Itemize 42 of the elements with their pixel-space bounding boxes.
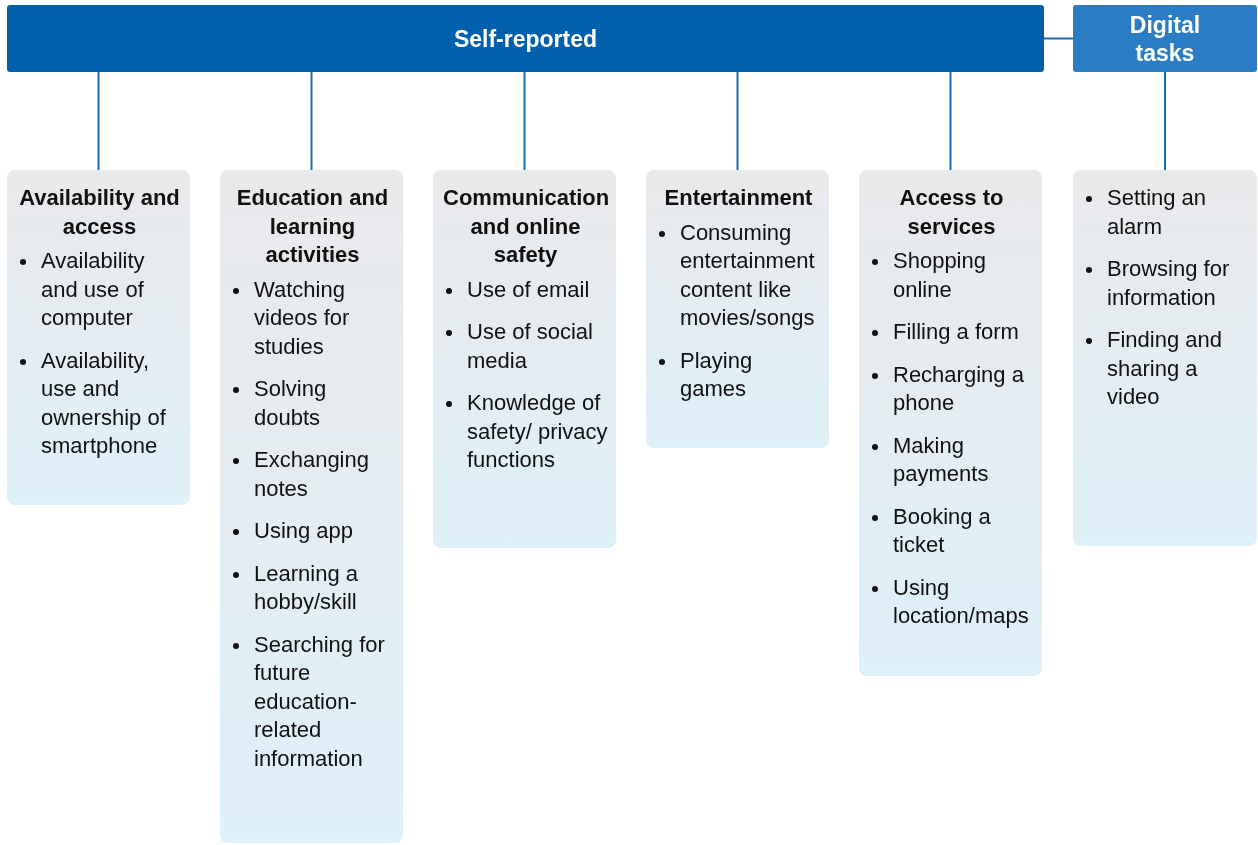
category-heading: Availability and access: [18, 184, 181, 241]
category-heading: Access to services: [898, 184, 1005, 241]
category-card: [433, 170, 616, 548]
list-item: Filling a form: [869, 318, 1034, 347]
list-item: Playing games: [656, 346, 821, 404]
list-item: Making payments: [869, 431, 1034, 489]
category-card: [1073, 170, 1257, 546]
list-item: Booking a ticket: [869, 502, 1034, 560]
list-item: Consuming entertainment content like movies/songs: [656, 218, 821, 333]
category-card: [646, 170, 829, 448]
category-card: [859, 170, 1042, 676]
header-bar: Digital tasks: [1073, 5, 1257, 72]
list-item: Shopping online: [869, 247, 1034, 304]
category-card: [7, 170, 190, 505]
category-heading: Education and learning activities: [235, 184, 390, 269]
list-item: Exchanging notes: [230, 446, 395, 503]
list-item: Use of social media: [443, 318, 608, 375]
connector-line: [1164, 71, 1166, 171]
list-item: Watching videos for studies: [230, 275, 395, 361]
list-item: Knowledge of safety/ privacy functions: [443, 389, 608, 475]
list-item: Using app: [230, 517, 395, 546]
connector-line: [310, 71, 313, 171]
list-item: Using location/maps: [869, 573, 1034, 631]
list-item: Finding and sharing a video: [1083, 326, 1249, 412]
list-item: Setting an alarm: [1083, 184, 1249, 241]
category-heading: Communication and online safety: [443, 184, 608, 269]
connector-line: [523, 71, 526, 171]
list-item: Use of email: [443, 275, 608, 304]
header-bar: Self-reported: [7, 5, 1044, 72]
list-item: Recharging a phone: [869, 360, 1034, 418]
list-item: Searching for future education-related information: [230, 630, 395, 773]
list-item: Availability, use and ownership of smartphone: [17, 346, 182, 461]
list-item: Solving doubts: [230, 375, 395, 432]
connector-line: [949, 71, 952, 171]
list-item: Browsing for information: [1083, 255, 1249, 312]
connector-line: [97, 71, 100, 171]
list-item: Learning a hobby/skill: [230, 559, 395, 617]
connector-line: [1043, 37, 1074, 40]
connector-line: [736, 71, 739, 171]
category-heading: Entertainment: [663, 184, 814, 212]
category-card: [220, 170, 403, 843]
list-item: Availability and use of computer: [17, 247, 182, 333]
